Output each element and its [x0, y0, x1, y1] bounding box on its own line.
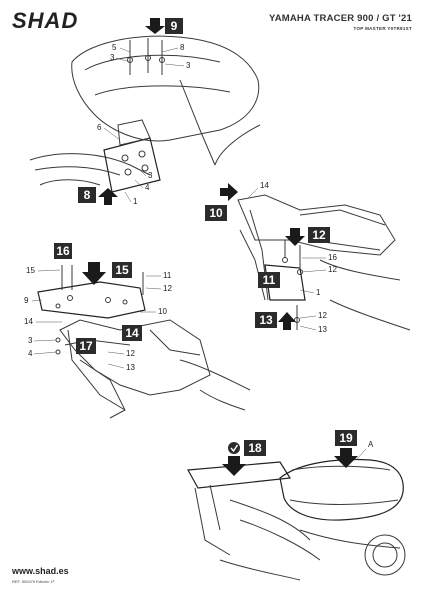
- panel-1-callouts: 5 8 3 3 6 3 4 1: [97, 43, 191, 206]
- callout-label: 9: [24, 296, 29, 305]
- callout-label: 12: [126, 349, 135, 358]
- panel-4-callouts: A: [355, 440, 374, 461]
- down-arrow-icon: [82, 262, 106, 285]
- callout-label: 10: [158, 307, 167, 316]
- check-icon: [228, 442, 240, 454]
- callout-label: 1: [316, 288, 321, 297]
- callout-label: 14: [260, 181, 269, 190]
- svg-text:19: 19: [339, 431, 353, 445]
- step-box-16: 16: [54, 243, 72, 259]
- down-arrow-icon: [222, 456, 246, 476]
- svg-text:14: 14: [125, 326, 139, 340]
- callout-label: 3: [148, 171, 153, 180]
- callout-label: 6: [97, 123, 102, 132]
- svg-text:11: 11: [263, 273, 276, 287]
- step-box-10: 10: [205, 205, 227, 221]
- svg-text:9: 9: [171, 19, 178, 33]
- up-arrow-icon: [278, 312, 296, 330]
- callout-label: 5: [112, 43, 117, 52]
- brand-logo: SHAD: [12, 8, 79, 33]
- svg-text:10: 10: [209, 206, 223, 220]
- step-box-12: 12: [308, 227, 330, 243]
- panel-3-callouts: 15 11 12 9 10 14 3 4 12 13: [24, 266, 172, 372]
- step-box-13: 13: [255, 312, 277, 328]
- callout-label: A: [368, 440, 374, 449]
- svg-text:17: 17: [79, 339, 93, 353]
- callout-label: 16: [328, 253, 337, 262]
- down-arrow-icon: [334, 448, 358, 468]
- callout-label: 15: [26, 266, 35, 275]
- panel-3-drawing: [37, 265, 251, 419]
- callout-label: 3: [28, 336, 33, 345]
- svg-text:18: 18: [248, 441, 262, 455]
- svg-text:8: 8: [84, 188, 91, 202]
- step-box-18: 18: [244, 440, 266, 456]
- callout-label: 11: [163, 271, 172, 280]
- callout-label: 3: [186, 61, 191, 70]
- up-arrow-icon: [98, 188, 118, 205]
- callout-label: 3: [110, 53, 115, 62]
- step-box-19: 19: [335, 430, 357, 446]
- website-url: www.shad.es: [12, 566, 69, 576]
- callout-label: 12: [328, 265, 337, 274]
- callout-label: 12: [163, 284, 172, 293]
- product-code: TOP MASTER Y0TR91ST: [353, 26, 412, 31]
- step-box-9: 9: [165, 18, 183, 34]
- svg-text:13: 13: [259, 313, 273, 327]
- step-box-8: 8: [78, 187, 96, 203]
- callout-label: 13: [126, 363, 135, 372]
- callout-label: 4: [28, 349, 33, 358]
- step-box-15: 15: [112, 262, 132, 278]
- callout-label: 1: [133, 197, 138, 206]
- svg-text:15: 15: [115, 263, 129, 277]
- panel-4-drawing: [187, 458, 406, 581]
- callout-label: 4: [145, 183, 150, 192]
- step-box-17: 17: [76, 338, 96, 354]
- model-title: YAMAHA TRACER 900 / GT '21: [269, 13, 412, 24]
- callout-label: 13: [318, 325, 327, 334]
- step-box-14: 14: [122, 325, 142, 341]
- down-arrow-icon: [145, 18, 165, 34]
- panel-2-drawing: [237, 194, 411, 331]
- panel-1-drawing: [29, 35, 261, 193]
- svg-text:12: 12: [312, 228, 326, 242]
- right-arrow-icon: [220, 183, 238, 201]
- step-box-11: 11: [258, 272, 280, 288]
- panel-2-callouts: 14 16 12 1 12 13: [247, 181, 337, 334]
- callout-label: 8: [180, 43, 185, 52]
- callout-label: 14: [24, 317, 33, 326]
- callout-label: 12: [318, 311, 327, 320]
- document-reference: REF. 500479 Edición 1ª: [12, 579, 55, 584]
- svg-text:16: 16: [56, 244, 70, 258]
- down-arrow-icon: [285, 228, 305, 246]
